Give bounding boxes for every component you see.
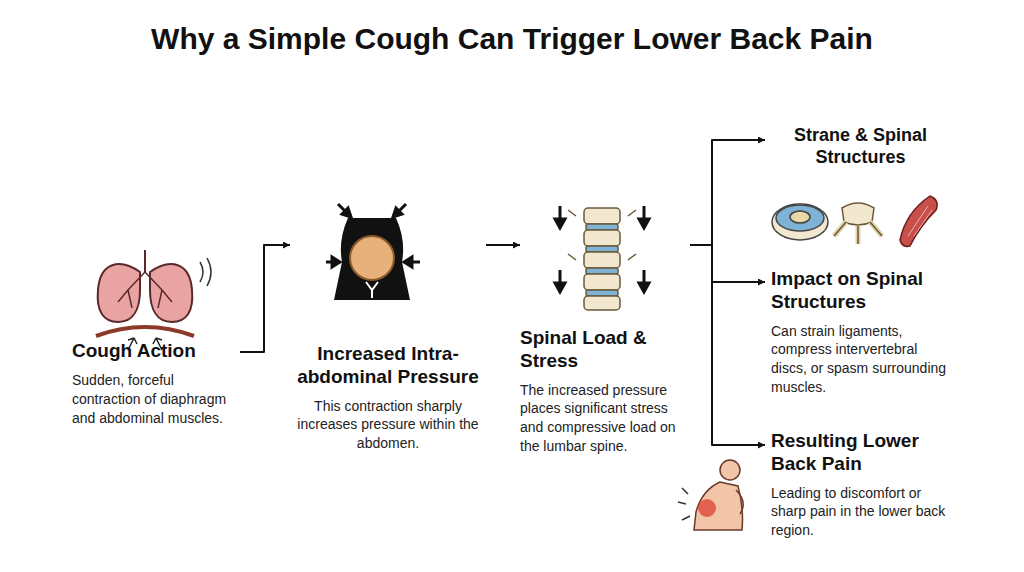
vertebra-icon	[834, 203, 882, 244]
disc-icon	[772, 204, 828, 240]
lungs-icon	[96, 250, 211, 350]
step-description: The increased pressure places significan…	[520, 381, 690, 457]
flow-arrow	[690, 245, 765, 282]
step-node: Strane & Spinal Structures	[765, 125, 950, 168]
step-node: Spinal Load & StressThe increased pressu…	[520, 195, 690, 456]
step-heading: Increased Intra- abdominal Pressure	[290, 343, 486, 389]
flow-arrow	[486, 244, 520, 246]
step-heading: Cough Action	[72, 340, 240, 363]
step-node: Cough ActionSudden, forceful contraction…	[72, 340, 240, 427]
step-description: Leading to discomfort or sharp pain in t…	[771, 484, 950, 541]
step-heading: Strane & Spinal Structures	[771, 125, 950, 168]
step-heading: Spinal Load & Stress	[520, 327, 690, 373]
flow-arrow	[690, 140, 765, 245]
step-node: Impact on Spinal StructuresCan strain li…	[765, 268, 950, 397]
step-node: Resulting Lower Back PainLeading to disc…	[765, 430, 950, 540]
abdomen-icon	[326, 204, 420, 300]
step-node: Increased Intra- abdominal PressureThis …	[290, 195, 486, 453]
flow-arrow	[690, 245, 765, 445]
diagram-title: Why a Simple Cough Can Trigger Lower Bac…	[0, 22, 1024, 56]
step-description: Can strain ligaments, compress intervert…	[771, 322, 950, 398]
step-heading: Impact on Spinal Structures	[771, 268, 950, 314]
step-description: This contraction sharply increases press…	[290, 397, 486, 454]
flow-arrow	[240, 245, 290, 352]
back-pain-figure	[678, 460, 743, 530]
spine-icon	[555, 206, 649, 310]
muscle-icon	[900, 196, 937, 246]
step-description: Sudden, forceful contraction of diaphrag…	[72, 371, 240, 428]
step-heading: Resulting Lower Back Pain	[771, 430, 950, 476]
